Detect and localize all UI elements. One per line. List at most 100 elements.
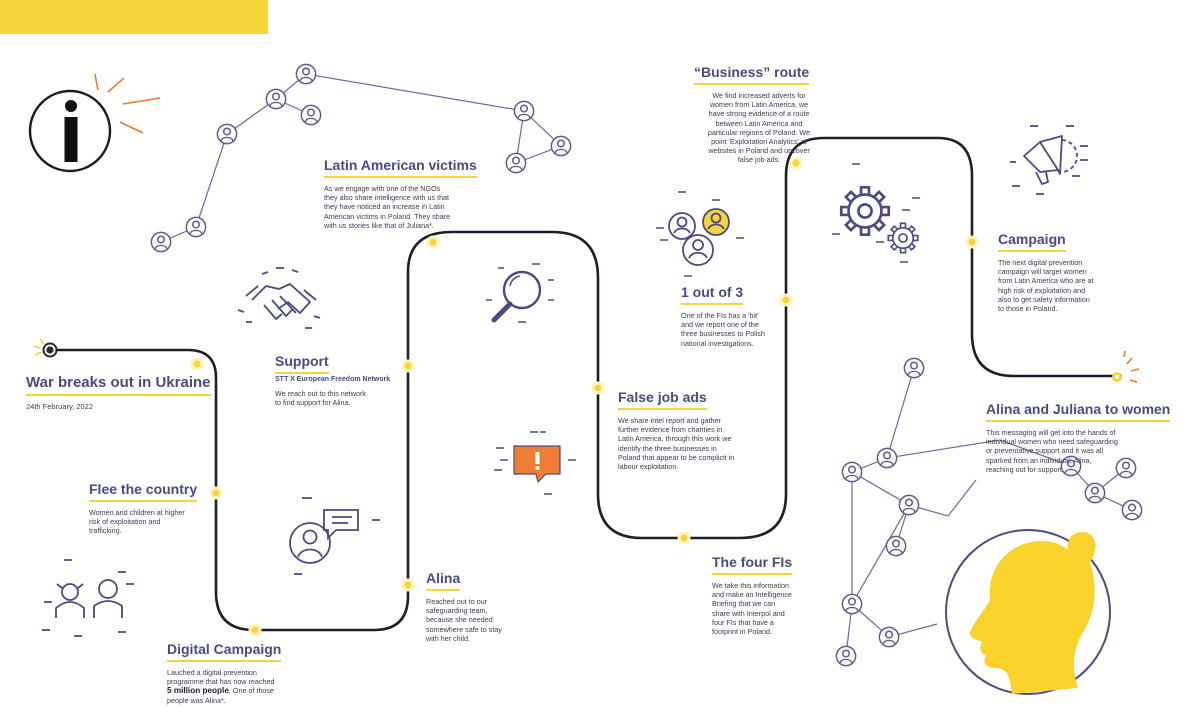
body-line: and make an Intelligence <box>712 590 792 600</box>
body-line: from Latin America who are at <box>998 276 1094 286</box>
body-line: people was Alina*. <box>167 695 226 705</box>
step-body-falsejob: We share intel report and gather further… <box>618 416 778 471</box>
body-line: have strong evidence of a route <box>708 109 810 119</box>
network-person-icon <box>898 494 920 516</box>
person-group-icon <box>656 191 744 277</box>
step-body-women: This messaging will get into the hands o… <box>986 428 1186 474</box>
body-line-rest: . One of those <box>228 686 275 696</box>
step-body-business: We find increased adverts for women from… <box>694 91 824 165</box>
body-line: between Latin America and <box>715 118 803 128</box>
step-body-oneof3: One of the FIs has a 'hit' and we report… <box>681 311 781 348</box>
step-title-falsejob: False job ads <box>618 389 707 410</box>
gears-icon <box>832 163 920 263</box>
step-body-alina: Reached out to our safeguarding team, be… <box>426 597 536 643</box>
alert-bubble-icon <box>494 431 576 495</box>
reach-highlight: 5 million people <box>167 686 229 696</box>
body-line: point 'Exploitation Analytics' at <box>711 137 807 147</box>
network-person-icon <box>265 88 287 110</box>
body-line: programme that has now reached <box>167 677 275 687</box>
body-line: four FIs that have a <box>712 617 774 627</box>
body-line: they have noticed an increase in Latin <box>324 202 445 212</box>
step-body-fourfis: We take this information and make an Int… <box>712 581 822 636</box>
step-date-war: 24th February, 2022 <box>26 402 93 411</box>
waypoint-business <box>789 156 803 170</box>
step-women: Alina and Juliana to women This messagin… <box>986 401 1186 474</box>
magnifier-icon <box>486 263 554 323</box>
body-line: or preventative support and it was all <box>986 446 1104 456</box>
body-line: reaching out for support. <box>986 464 1064 474</box>
waypoint-falsejob <box>591 381 605 395</box>
step-title-business: “Business” route <box>694 64 810 85</box>
body-line: 5 million people. One of those <box>167 686 317 695</box>
info-icon <box>28 73 161 173</box>
body-line: We find increased adverts for <box>712 91 806 100</box>
body-line: women from Latin America, we <box>709 100 809 110</box>
step-body-digital: Lauched a digital prevention programme t… <box>167 668 317 705</box>
body-line: because she needed <box>426 615 493 625</box>
waypoint-campaign <box>965 235 979 249</box>
body-line: We share intel report and gather <box>618 416 721 425</box>
waypoint-digital <box>248 623 262 637</box>
body-line: Women and children at higher <box>89 508 185 517</box>
step-support: Support STT X European Freedom Network W… <box>275 353 405 407</box>
step-title-campaign: Campaign <box>998 231 1066 252</box>
step-title-war: War breaks out in Ukraine <box>26 374 211 396</box>
body-line: risk of exploitation and <box>89 517 161 527</box>
body-line: trafficking. <box>89 526 122 536</box>
network-person-icon <box>150 231 172 253</box>
network-person-icon <box>878 626 900 648</box>
step-title-latin: Latin American victims <box>324 157 477 178</box>
body-line: Briefing that we can <box>712 599 776 609</box>
step-war: War breaks out in Ukraine 24th February,… <box>26 374 226 411</box>
waypoint-oneof3 <box>779 293 793 307</box>
chat-person-icon <box>289 497 380 575</box>
waypoint-dots <box>190 156 979 637</box>
body-line: particular regions of Poland. We <box>707 127 811 137</box>
body-line: We take this information <box>712 581 789 590</box>
network-person-icon <box>1121 499 1143 521</box>
body-line: This messaging will get into the hands o… <box>986 428 1116 437</box>
body-line: We reach out to this network <box>275 389 366 398</box>
body-line: campaign will target women <box>998 267 1087 277</box>
step-fourfis: The four FIs We take this information an… <box>712 554 822 636</box>
body-line: to find support for Alina. <box>275 398 351 408</box>
body-line: footprint in Poland. <box>712 627 772 637</box>
body-line: false job ads. <box>737 155 781 165</box>
step-title-alina: Alina <box>426 570 461 591</box>
network-person-icon <box>185 216 207 238</box>
woman-silhouette-icon <box>945 529 1111 695</box>
waypoint-flee <box>209 486 223 500</box>
body-line: national investigations. <box>681 338 754 348</box>
body-line: to those in Poland. <box>998 304 1058 314</box>
network-person-icon <box>885 535 907 557</box>
body-line: sparked from an individual, Alina, <box>986 455 1092 465</box>
journey-path <box>50 136 1122 632</box>
step-flee: Flee the country Women and children at h… <box>89 481 219 536</box>
network-person-icon <box>903 357 925 379</box>
body-line: Reached out to our <box>426 597 488 606</box>
waypoint-war <box>190 357 204 371</box>
step-campaign: Campaign The next digital prevention cam… <box>998 231 1128 313</box>
step-digital: Digital Campaign Lauched a digital preve… <box>167 641 317 705</box>
body-line: One of the FIs has a 'hit' <box>681 311 759 320</box>
handshake-icon <box>237 267 321 329</box>
body-line: identify the three businesses in <box>618 443 717 453</box>
step-oneof3: 1 out of 3 One of the FIs has a 'hit' an… <box>681 284 781 348</box>
body-line: somewhere safe to stay <box>426 624 502 634</box>
network-women <box>835 357 1143 667</box>
waypoint-latin <box>426 235 440 249</box>
step-title-fourfis: The four FIs <box>712 554 793 575</box>
body-line: with us stories like that of Juliana*. <box>324 220 434 230</box>
step-business: “Business” route We find increased adver… <box>694 64 824 165</box>
network-person-icon <box>835 645 857 667</box>
body-line: further evidence from charities in <box>618 425 723 435</box>
network-person-icon <box>550 135 572 157</box>
step-falsejob: False job ads We share intel report and … <box>618 389 778 471</box>
body-line: with her child. <box>426 633 470 643</box>
body-line: three businesses to Polish <box>681 329 765 339</box>
step-title-digital: Digital Campaign <box>167 641 282 662</box>
body-line: and we report one of the <box>681 320 759 330</box>
body-line: Latin America, through this work we <box>618 434 732 444</box>
step-latin: Latin American victims As we engage with… <box>324 157 504 230</box>
